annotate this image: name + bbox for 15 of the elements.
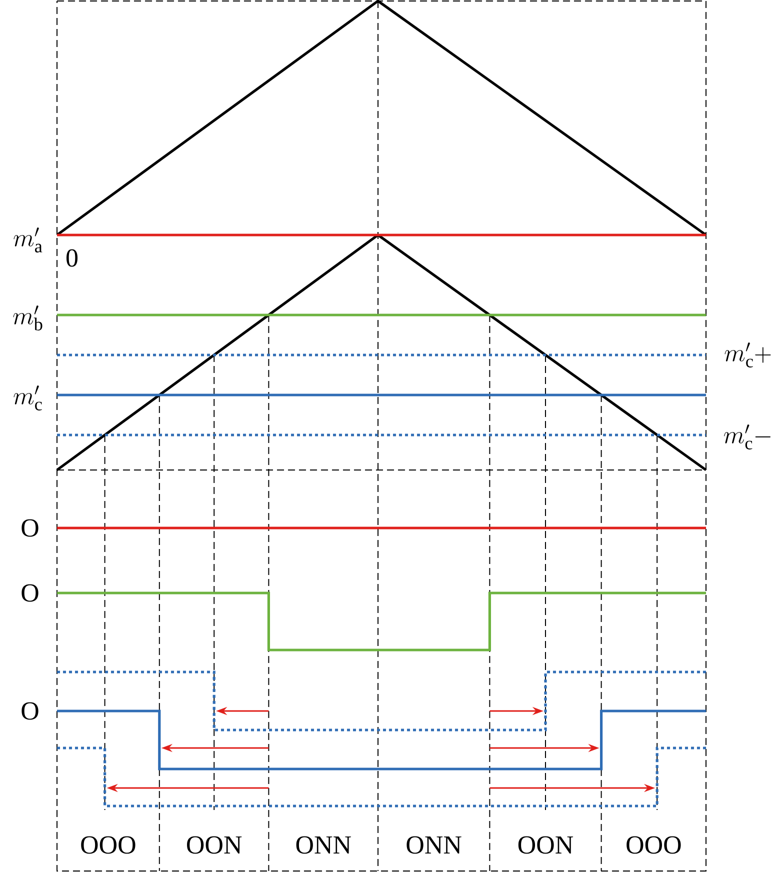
switch-state-label: OON bbox=[518, 836, 574, 854]
state-label: O bbox=[22, 519, 38, 537]
switch-state-label: OON bbox=[187, 836, 242, 854]
switch-state-label: ONN bbox=[406, 836, 462, 854]
level-label: $m'_\mathrm{b}$ bbox=[13, 305, 42, 330]
state-label: O bbox=[22, 584, 38, 602]
level-label: $m'_\mathrm{c}$ bbox=[14, 385, 42, 410]
state-label: O bbox=[22, 702, 38, 720]
switch-state-label: OOO bbox=[626, 836, 681, 854]
switch-state-label: OOO bbox=[81, 836, 136, 854]
level-label: $m'_\mathrm{a}$ bbox=[14, 227, 42, 252]
origin-label: 0 bbox=[66, 249, 78, 267]
level-label: $m'_\mathrm{c}+$ bbox=[724, 342, 771, 368]
level-label: $m'_\mathrm{c}-$ bbox=[724, 424, 771, 450]
switch-state-label: ONN bbox=[296, 836, 351, 854]
